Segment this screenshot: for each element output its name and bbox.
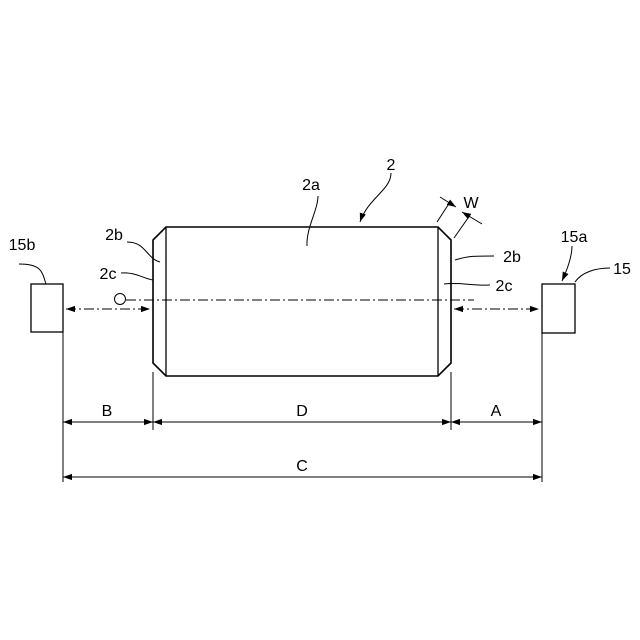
label-chamfer-width: W [463,195,479,212]
sensor-right-15 [542,284,575,333]
label-sensor-right: 15 [613,261,631,278]
leader-15 [575,268,610,282]
leader-2 [360,173,391,222]
label-chamfer-right: 2b [503,249,521,266]
origin-marker [115,294,126,305]
label-edge-right: 2c [496,278,513,295]
label-sensor-right-face: 15a [561,229,588,246]
dim-label-B: B [102,403,113,420]
label-sensor-left: 15b [9,237,36,254]
workpiece [153,227,451,376]
leader-2b-right [455,256,494,260]
workpiece-outline [153,227,451,376]
leader-2c-left [121,273,153,280]
sensor-left-15b [31,284,63,332]
label-chamfer-left: 2b [105,227,123,244]
label-workpiece: 2 [387,157,396,174]
label-outer-surface: 2a [302,177,320,194]
leader-15b [19,264,46,284]
leader-15a [562,246,572,281]
dim-label-D: D [296,403,308,420]
label-edge-left: 2c [100,266,117,283]
dim-label-C: C [296,458,308,475]
dim-label-A: A [491,403,502,420]
